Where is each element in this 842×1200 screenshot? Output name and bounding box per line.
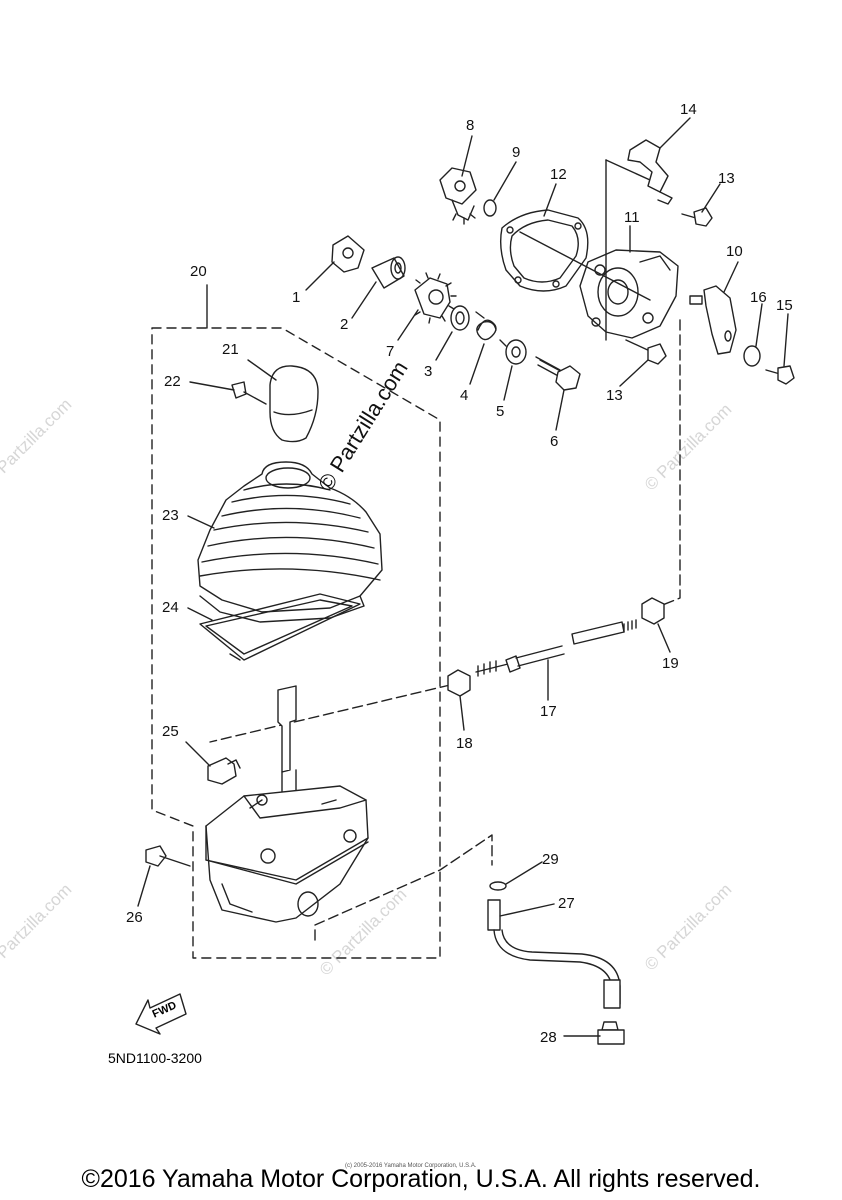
shift-box-body <box>205 785 369 923</box>
part-13-bolt-lower <box>625 339 667 365</box>
leader-lines <box>137 117 789 1037</box>
callout-1: 1 <box>292 289 301 306</box>
part-5-washer <box>505 339 527 365</box>
part-11-housing <box>579 249 679 339</box>
callout-10: 10 <box>726 243 743 260</box>
part-15-bolt <box>765 365 795 385</box>
part-4-spring <box>475 311 507 347</box>
part-1-cap <box>331 235 365 273</box>
small-copyright-note: (c) 2005-2016 Yamaha Motor Corporation, … <box>345 1163 477 1169</box>
cable-guide-line-right <box>659 319 681 607</box>
drawing-code: 5ND1100-3200 <box>108 1050 202 1066</box>
callout-4: 4 <box>460 387 469 404</box>
callout-13-upper: 13 <box>718 170 735 187</box>
cable-guide-line <box>209 684 451 743</box>
part-19-nut <box>641 597 665 625</box>
hose-guide-line <box>314 834 493 941</box>
part-10-lever <box>689 285 737 355</box>
part-23-boot <box>197 461 383 623</box>
part-2-collar <box>371 256 406 289</box>
part-14-bracket <box>627 139 673 205</box>
part-26-bolt <box>145 845 191 867</box>
part-13-bolt-upper <box>681 207 713 227</box>
callout-23: 23 <box>162 507 179 524</box>
callout-2: 2 <box>340 316 349 333</box>
callout-16: 16 <box>750 289 767 306</box>
part-22-screw <box>231 381 267 405</box>
callout-25: 25 <box>162 723 179 740</box>
part-29-clip <box>489 881 507 891</box>
part-6-bolt <box>535 356 581 391</box>
callout-11: 11 <box>624 209 640 226</box>
callout-20: 20 <box>190 263 207 280</box>
callout-26: 26 <box>126 909 143 926</box>
part-24-seal-ring <box>199 593 361 661</box>
callout-3: 3 <box>424 363 433 380</box>
callout-18: 18 <box>456 735 473 752</box>
callout-17: 17 <box>540 703 557 720</box>
callout-6: 6 <box>550 433 559 450</box>
callout-24: 24 <box>162 599 179 616</box>
callout-27: 27 <box>558 895 575 912</box>
callout-29: 29 <box>542 851 559 868</box>
part-12-gasket <box>499 209 589 292</box>
fwd-arrow-icon <box>135 993 187 1035</box>
callout-28: 28 <box>540 1029 557 1046</box>
part-25-fitting <box>207 757 241 785</box>
callout-5: 5 <box>496 403 505 420</box>
callout-15: 15 <box>776 297 793 314</box>
part-27-hose <box>487 899 621 1009</box>
part-3-washer <box>450 305 470 331</box>
callout-14: 14 <box>680 101 697 118</box>
part-28-plug <box>597 1021 625 1045</box>
callout-13-lower: 13 <box>606 387 623 404</box>
callout-8: 8 <box>466 117 475 134</box>
part-9-o-ring <box>483 199 497 217</box>
assembly-boundary <box>151 327 441 959</box>
callout-9: 9 <box>512 144 521 161</box>
part-8-shaft-gear <box>439 167 477 225</box>
callout-12: 12 <box>550 166 567 183</box>
part-16-washer <box>743 345 761 367</box>
part-17-shift-cable <box>475 619 637 677</box>
part-21-knob <box>269 365 319 443</box>
callout-22: 22 <box>164 373 181 390</box>
part-18-nut <box>447 669 471 697</box>
callout-7: 7 <box>386 343 395 360</box>
copyright-footer: ©2016 Yamaha Motor Corporation, U.S.A. A… <box>81 1165 761 1193</box>
part-7-gear <box>414 272 457 324</box>
callout-21: 21 <box>222 341 239 358</box>
callout-19: 19 <box>662 655 679 672</box>
